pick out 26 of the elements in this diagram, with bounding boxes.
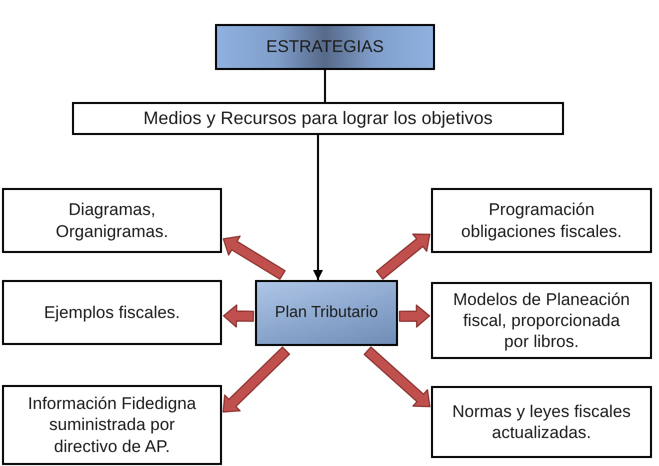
arrow: [313, 135, 323, 280]
box-text: Modelos de Planeación fiscal, proporcionada por libros.: [452, 288, 631, 352]
heading-box: [215, 24, 435, 70]
block-arrow: [398, 304, 430, 328]
process-box: [2, 280, 222, 345]
box-text: Diagramas, Organigramas.: [54, 199, 170, 242]
process-box: [72, 102, 564, 135]
block-arrow: [364, 346, 430, 408]
connector-line: [324, 70, 326, 102]
process-box: [431, 386, 652, 458]
process-box: [431, 188, 652, 253]
box-text: Plan Tributario: [274, 303, 378, 323]
box-text: Ejemplos fiscales.: [44, 302, 180, 324]
box-text: Programación obligaciones fiscales.: [460, 199, 623, 242]
block-arrow: [222, 304, 254, 328]
hub-box: [255, 280, 398, 346]
block-arrow: [376, 234, 430, 280]
process-box: [431, 282, 652, 359]
process-box: [2, 385, 222, 465]
process-box: [2, 188, 222, 253]
box-text: Normas y leyes fiscales actualizadas.: [451, 400, 632, 444]
block-arrow: [222, 346, 290, 413]
box-text: Medios y Recursos para lograr los objetivos: [143, 107, 493, 130]
box-text: ESTRATEGIAS: [266, 36, 384, 58]
block-arrow: [222, 236, 286, 280]
box-text: Información Fidedigna suministrada por directivo de AP.: [26, 393, 198, 457]
